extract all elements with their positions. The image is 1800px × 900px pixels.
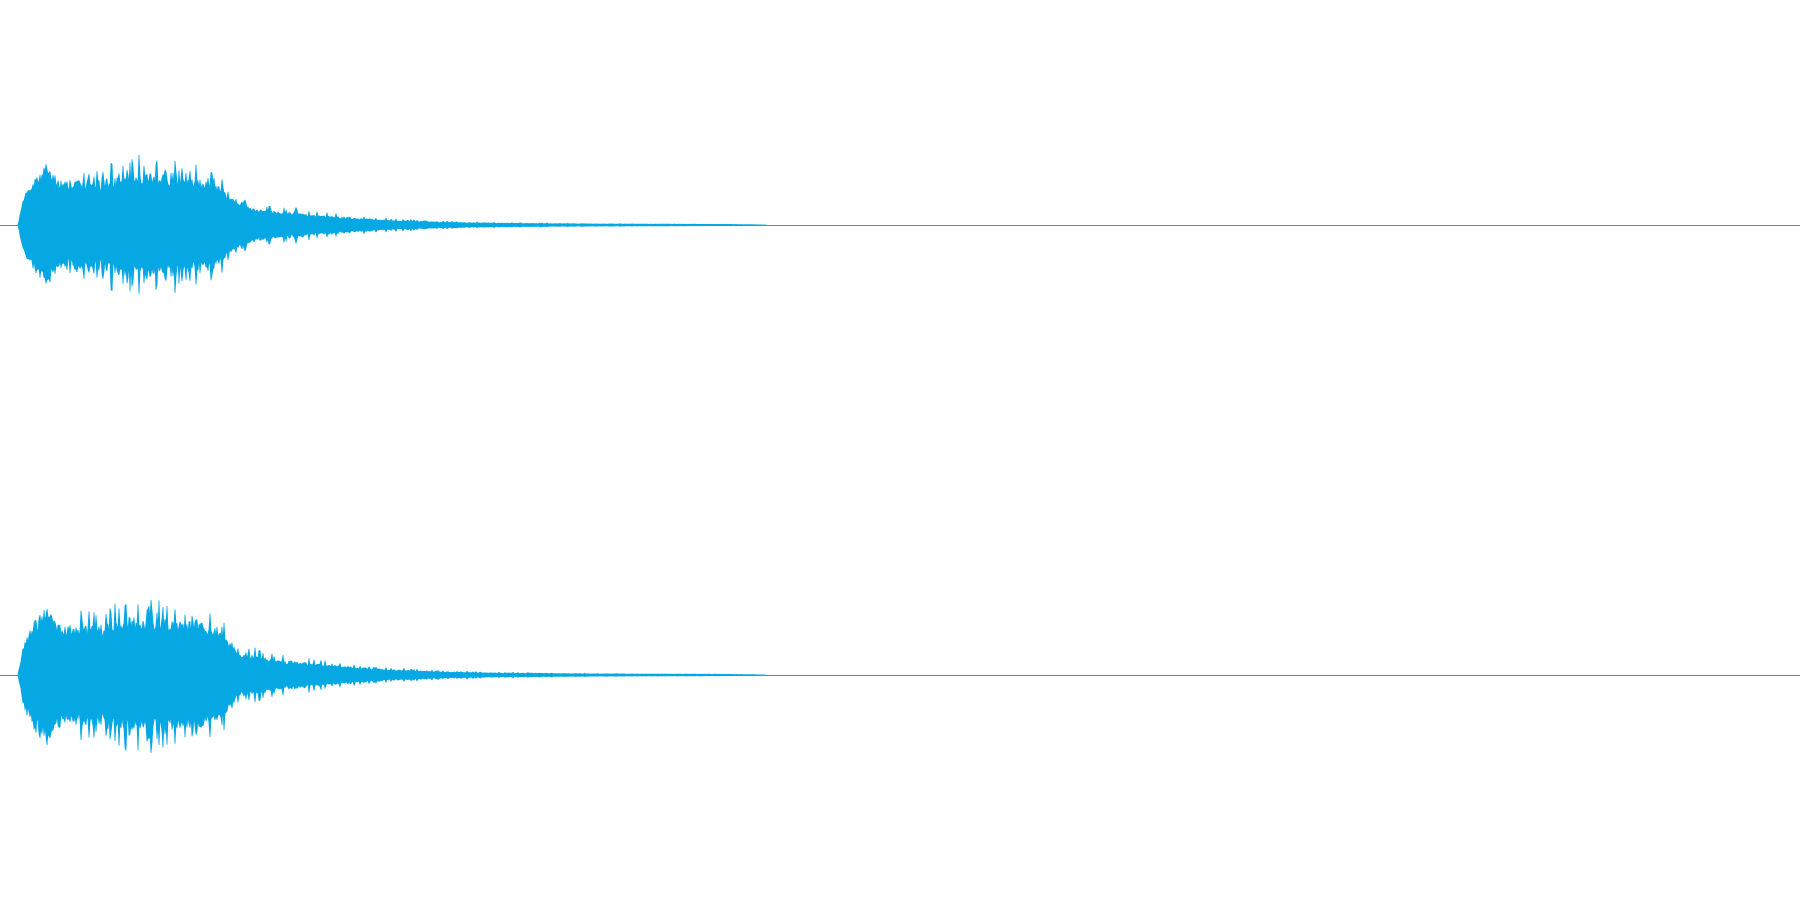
channel-1-waveform xyxy=(17,154,767,295)
channel-2-tail-samples xyxy=(559,672,754,678)
channel-2-waveform xyxy=(17,599,767,753)
channel-1-tail-samples xyxy=(559,222,753,228)
waveform-channel-1 xyxy=(0,154,1800,295)
waveform-channel-2 xyxy=(0,599,1800,753)
